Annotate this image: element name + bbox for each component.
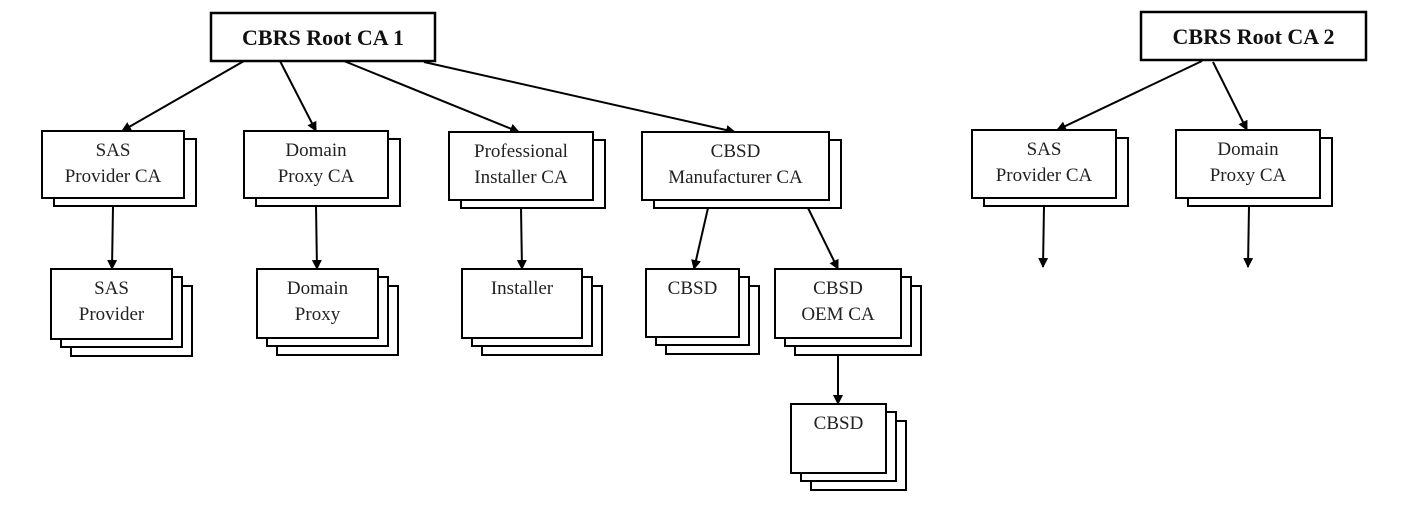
root-ca-box-1: CBRS Root CA 1 — [209, 11, 437, 63]
node-label-line: Installer — [491, 278, 554, 299]
arrow-to-cbsd-1 — [691, 207, 709, 270]
node-label-line: SAS — [1027, 139, 1062, 160]
node-label-line: Manufacturer CA — [668, 167, 803, 188]
node-label-line: CBSD — [668, 278, 718, 299]
box-front — [774, 268, 902, 339]
node-label-line: Provider CA — [996, 165, 1093, 186]
node-label-line: CBSD — [711, 141, 761, 162]
box-front — [243, 130, 389, 199]
node-cbsd-1: CBSD — [645, 268, 760, 355]
node-cbsd-2: CBSD — [790, 403, 907, 491]
node-label-line: Professional — [474, 141, 568, 162]
arrow-to-cbsd-oem-ca — [807, 207, 839, 270]
node-cbsd-mfr-ca-1: CBSD Manufacturer CA — [641, 131, 842, 209]
box-front — [41, 130, 185, 199]
arrow-to-sas-ca-2 — [1056, 60, 1203, 131]
node-installer: Installer — [461, 268, 603, 356]
box-front — [641, 131, 830, 201]
arrow-to-cbsd-mfr-ca-1 — [423, 61, 736, 135]
arrow-from-sas-ca-2 — [1038, 205, 1049, 268]
node-sas-provider: SAS Provider — [50, 268, 193, 357]
box-front — [790, 403, 887, 474]
arrow-to-dp-ca-2 — [1212, 61, 1248, 131]
node-cbsd-oem-ca: CBSD OEM CA — [774, 268, 922, 356]
arrow-to-pi-ca-1 — [343, 60, 520, 134]
node-label-line: Provider CA — [65, 166, 162, 187]
box-front — [645, 268, 740, 338]
node-sas-ca-1: SAS Provider CA — [41, 130, 197, 207]
edges — [107, 60, 1254, 405]
node-label-line: SAS — [96, 140, 131, 161]
box-front — [461, 268, 583, 339]
box-front — [50, 268, 173, 340]
node-label-line: Installer CA — [474, 167, 568, 188]
node-label-line: Domain — [285, 140, 347, 161]
box-front — [256, 268, 379, 339]
arrow-to-dp-ca-1 — [279, 60, 317, 132]
arrow-to-domain-proxy — [311, 205, 322, 270]
root-ca-frame — [1139, 10, 1368, 62]
node-label-line: Proxy — [295, 304, 341, 325]
root-ca-box-2: CBRS Root CA 2 — [1139, 10, 1368, 62]
arrow-to-installer — [516, 207, 527, 270]
box-front — [971, 129, 1117, 199]
node-label-line: SAS — [94, 278, 129, 299]
arrow-to-sas-ca-1 — [121, 60, 245, 132]
node-label-line: CBSD — [813, 278, 863, 299]
arrow-from-dp-ca-2 — [1243, 205, 1254, 268]
boxes: CBRS Root CA 1 CBRS Root CA 2 SAS Provider … — [41, 10, 1368, 491]
node-label-line: CBSD — [814, 413, 864, 434]
box-front — [1175, 129, 1321, 199]
node-label-line: Provider — [79, 304, 145, 325]
root-ca-label: CBRS Root CA 1 — [242, 25, 404, 50]
root-ca-frame — [209, 11, 437, 63]
arrow-to-sas-provider — [107, 205, 118, 270]
node-sas-ca-2: SAS Provider CA — [971, 129, 1129, 207]
root-ca-label: CBRS Root CA 2 — [1173, 24, 1335, 49]
node-label-line: Proxy CA — [1210, 165, 1287, 186]
node-label-line: Domain — [1217, 139, 1279, 160]
node-label-line: Proxy CA — [278, 166, 355, 187]
box-front — [448, 131, 594, 201]
node-label-line: OEM CA — [801, 304, 875, 325]
node-label-line: Domain — [287, 278, 349, 299]
